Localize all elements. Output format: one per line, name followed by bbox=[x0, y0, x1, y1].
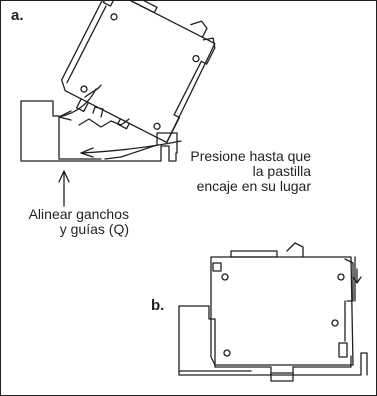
align-callout-line: Alinear ganchos bbox=[28, 206, 129, 222]
press-arrow bbox=[80, 140, 182, 158]
breaker-a bbox=[60, 1, 216, 144]
rotate-arrow bbox=[58, 88, 97, 121]
align-callout: Alinear ganchos y guías (Q) bbox=[5, 207, 129, 237]
align-arrow bbox=[58, 170, 70, 207]
breaker-b bbox=[210, 242, 362, 366]
step-a-label: a. bbox=[11, 7, 24, 24]
press-callout-line: encaje en su lugar bbox=[196, 178, 311, 194]
press-callout-line: la pastilla bbox=[252, 163, 311, 179]
align-callout-line: y guías (Q) bbox=[59, 221, 129, 237]
panel-bracket-a bbox=[20, 100, 178, 162]
press-callout-line: Presione hasta que bbox=[190, 148, 311, 164]
step-b-label: b. bbox=[151, 297, 165, 314]
press-callout: Presione hasta que la pastilla encaje en… bbox=[181, 149, 311, 194]
panel-bracket-b bbox=[178, 305, 368, 382]
